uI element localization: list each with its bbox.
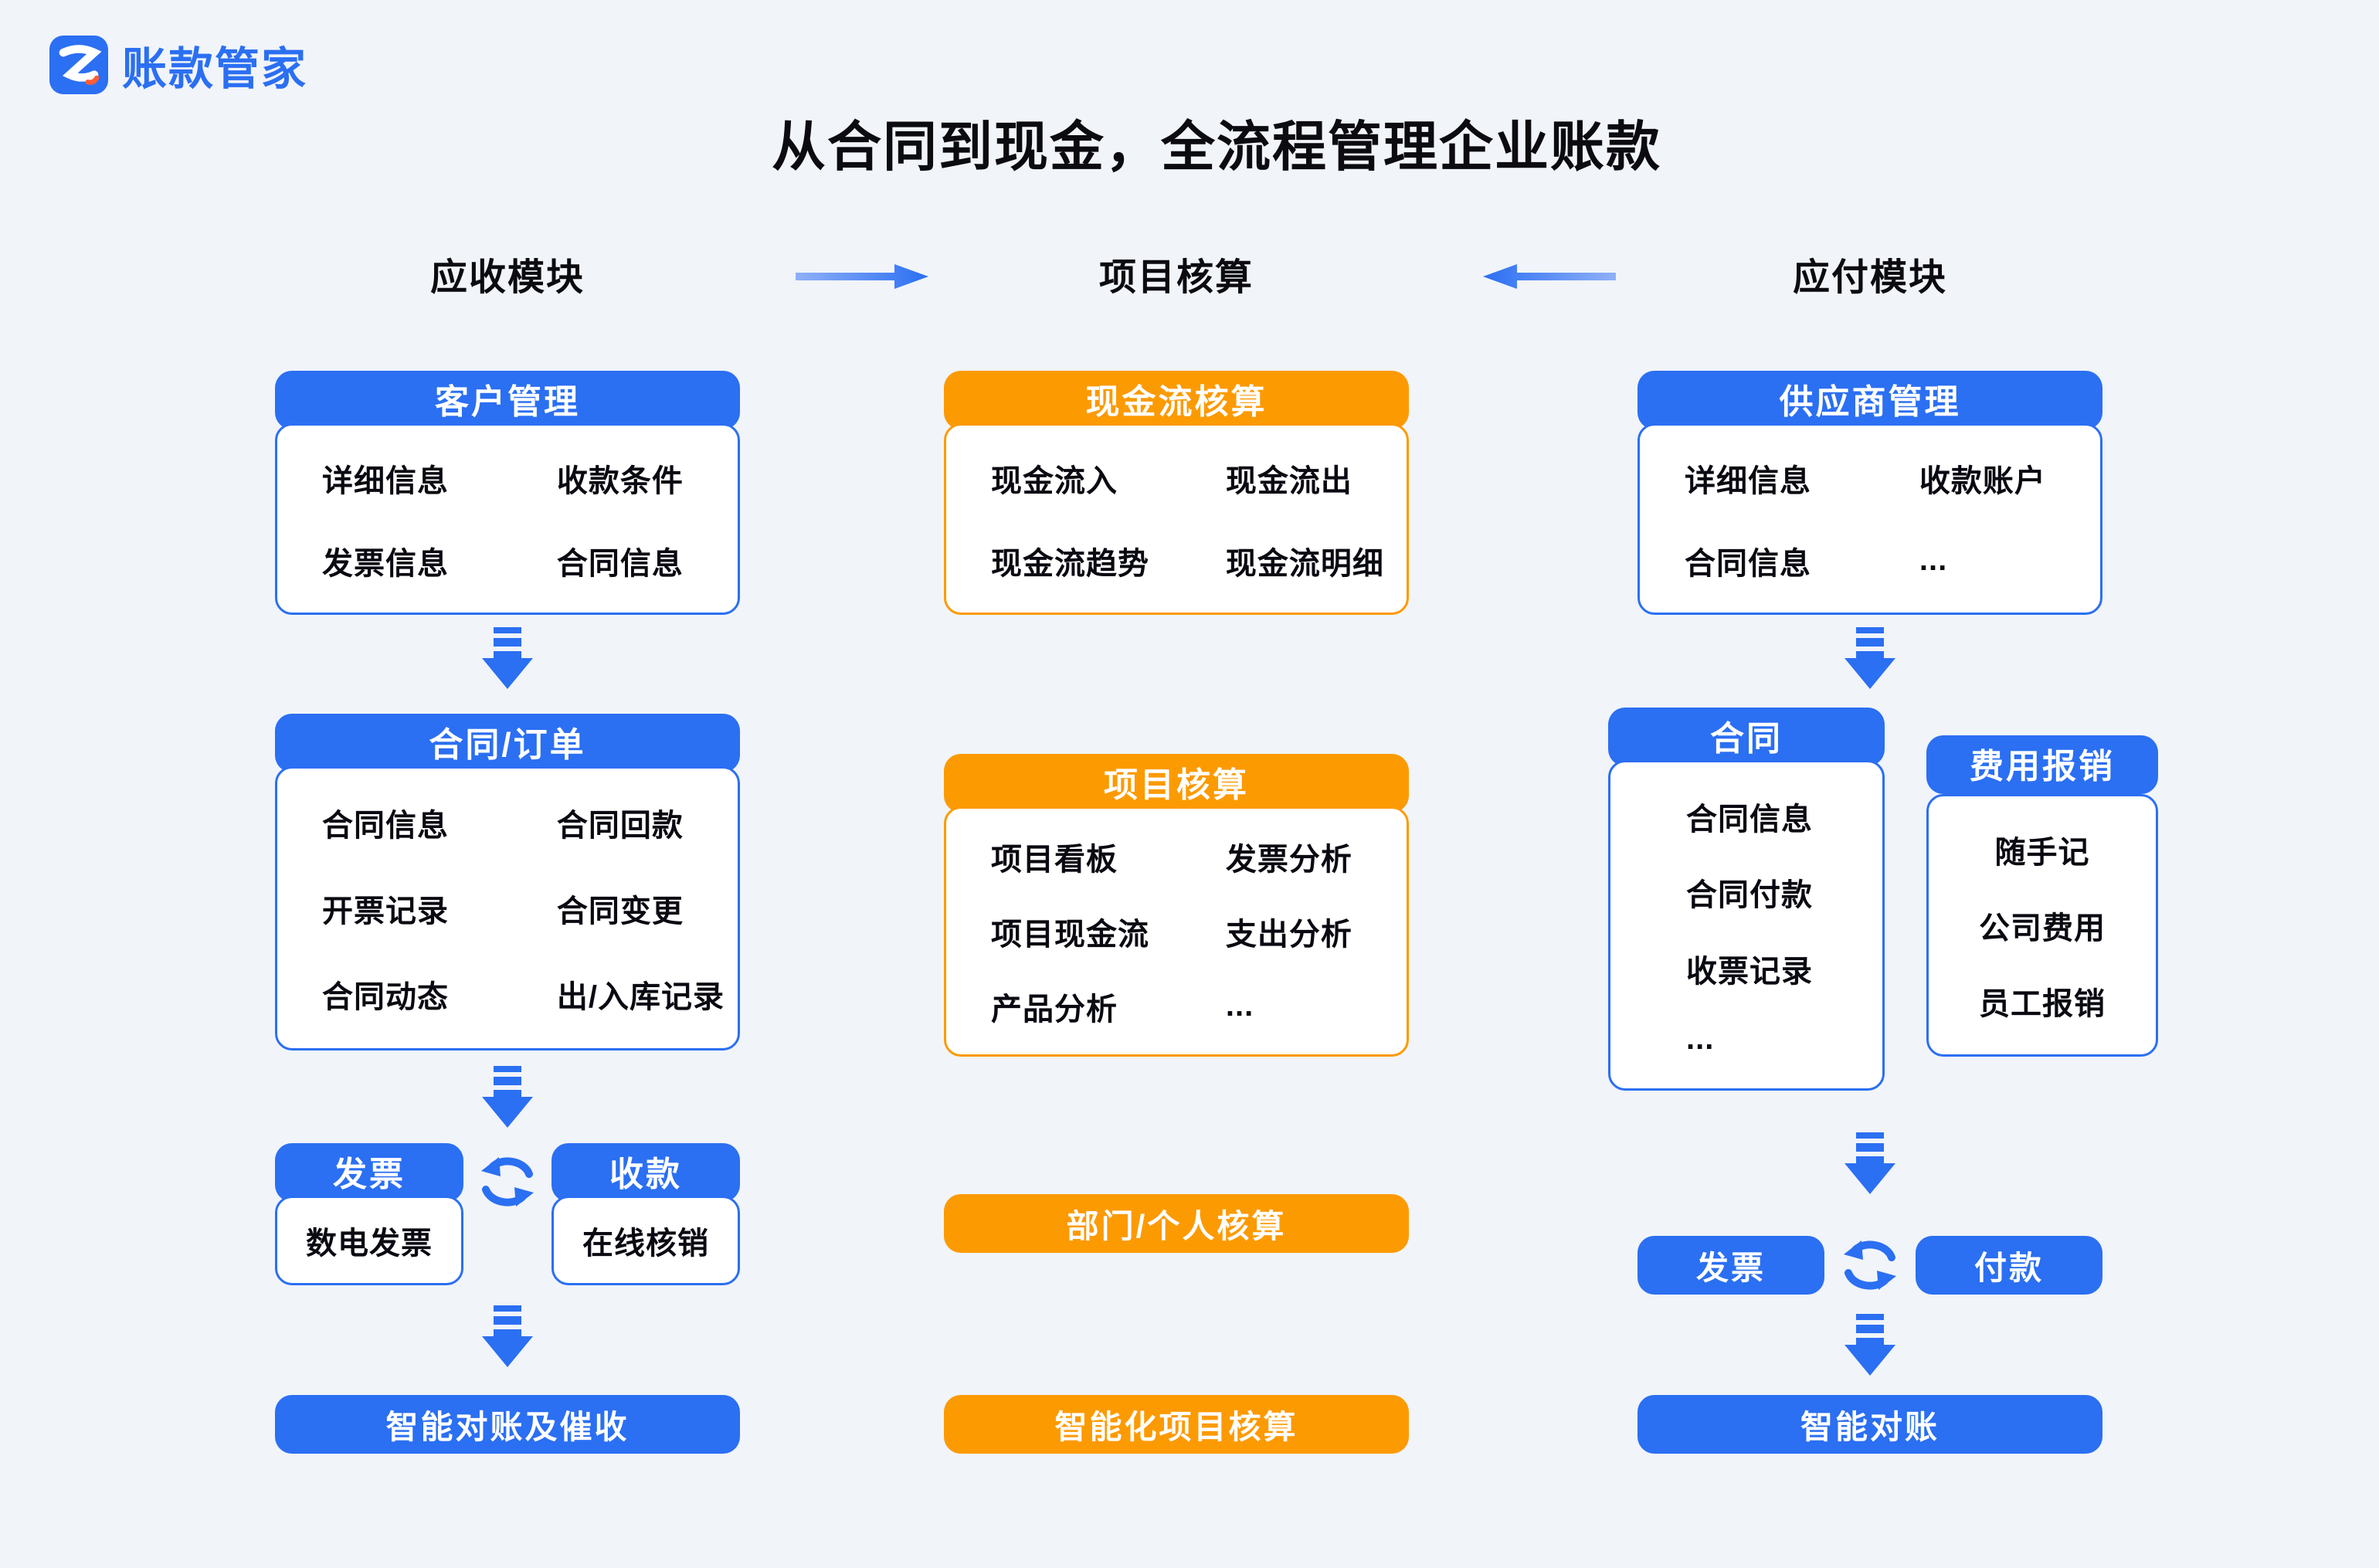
expense-card-header: 费用报销: [1926, 735, 2158, 794]
contract-order-item: 开票记录: [322, 894, 449, 928]
expense-item: 公司费用: [1979, 911, 2106, 945]
receipt-card-header: 收款: [551, 1143, 740, 1202]
project-accounting-item: 项目看板: [991, 843, 1118, 877]
receipt-card-body: 在线核销: [551, 1196, 740, 1285]
cashflow-item: 现金流出: [1225, 463, 1352, 498]
column-label-payable: 应付模块: [1792, 257, 1947, 298]
contract-order-item: 合同动态: [322, 980, 449, 1015]
supplier-item: 详细信息: [1685, 463, 1811, 498]
down-arrow-icon: [1844, 627, 1895, 689]
invoice-card-body: 数电发票: [275, 1196, 463, 1285]
payable-contract-item: ...: [1686, 1022, 1715, 1057]
contract-order-card-header: 合同/订单: [275, 714, 740, 772]
page-title: 从合同到现金，全流程管理企业账款: [772, 117, 1661, 177]
customer-item: 合同信息: [556, 546, 684, 581]
contract-order-item: 合同回款: [556, 808, 684, 843]
expense-item: 随手记: [1994, 836, 2090, 870]
brand-logo: 账款管家: [49, 32, 307, 97]
receipt-card-item: 在线核销: [582, 1227, 709, 1261]
project-accounting-card-header: 项目核算: [944, 754, 1409, 813]
swap-icon: [1844, 1240, 1896, 1290]
customer-card-body: 详细信息 收款条件 发票信息 合同信息: [275, 423, 740, 615]
brand-name: 账款管家: [122, 44, 308, 94]
payable-contract-item: 收票记录: [1686, 954, 1813, 989]
swap-icon: [481, 1157, 534, 1207]
invoice-card-header: 发票: [275, 1143, 463, 1202]
cashflow-item: 现金流入: [991, 463, 1118, 498]
payment-pill: 付款: [1916, 1236, 2102, 1295]
contract-order-item: 合同变更: [556, 894, 684, 928]
payable-contract-card-header: 合同: [1608, 708, 1885, 766]
cashflow-item: 现金流趋势: [991, 546, 1149, 581]
customer-item: 收款条件: [556, 463, 684, 498]
customer-item: 发票信息: [322, 546, 449, 581]
project-accounting-item: 支出分析: [1225, 917, 1352, 952]
cashflow-card-body: 现金流入 现金流出 现金流趋势 现金流明细: [944, 423, 1409, 615]
contract-order-item: 出/入库记录: [556, 980, 725, 1015]
smart-reconcile-collect-pill: 智能对账及催收: [275, 1395, 740, 1454]
project-accounting-item: 产品分析: [991, 992, 1118, 1027]
project-accounting-item: 发票分析: [1225, 843, 1352, 877]
project-accounting-card-body: 项目看板 发票分析 项目现金流 支出分析 产品分析 ...: [944, 806, 1409, 1057]
flow-arrow-left-icon: [1483, 264, 1616, 289]
payable-contract-card-body: 合同信息 合同付款 收票记录 ...: [1608, 760, 1885, 1091]
cashflow-item: 现金流明细: [1225, 546, 1384, 581]
contract-order-item: 合同信息: [322, 808, 449, 843]
column-label-receivable: 应收模块: [429, 257, 585, 298]
payable-contract-item: 合同信息: [1686, 802, 1813, 837]
flow-arrow-right-icon: [796, 264, 928, 289]
down-arrow-icon: [1844, 1132, 1895, 1194]
down-arrow-icon: [482, 627, 533, 689]
down-arrow-icon: [482, 1305, 533, 1367]
expense-item: 员工报销: [1979, 987, 2106, 1021]
dept-personal-accounting-pill: 部门/个人核算: [944, 1194, 1409, 1253]
smart-project-accounting-pill: 智能化项目核算: [944, 1395, 1409, 1454]
contract-order-card-body: 合同信息 合同回款 开票记录 合同变更 合同动态 出/入库记录: [275, 766, 740, 1050]
project-accounting-item: ...: [1225, 989, 1254, 1023]
expense-card-body: 随手记 公司费用 员工报销: [1926, 794, 2158, 1057]
supplier-card-body: 详细信息 收款账户 合同信息 ...: [1637, 423, 2102, 615]
supplier-item: ...: [1919, 543, 1948, 577]
invoice-card-item: 数电发票: [306, 1227, 433, 1261]
supplier-card-header: 供应商管理: [1637, 371, 2102, 429]
customer-item: 详细信息: [322, 463, 449, 498]
supplier-item: 合同信息: [1685, 546, 1811, 581]
payable-invoice-pill: 发票: [1637, 1236, 1824, 1295]
payable-contract-item: 合同付款: [1686, 878, 1813, 913]
brand-logo-icon: [49, 36, 108, 94]
smart-reconcile-pill: 智能对账: [1637, 1395, 2102, 1454]
down-arrow-icon: [1844, 1314, 1895, 1376]
down-arrow-icon: [482, 1066, 533, 1128]
column-label-project: 项目核算: [1098, 257, 1254, 298]
customer-card-header: 客户管理: [275, 371, 740, 429]
project-accounting-item: 项目现金流: [991, 917, 1149, 952]
cashflow-card-header: 现金流核算: [944, 371, 1409, 429]
supplier-item: 收款账户: [1919, 463, 2046, 498]
